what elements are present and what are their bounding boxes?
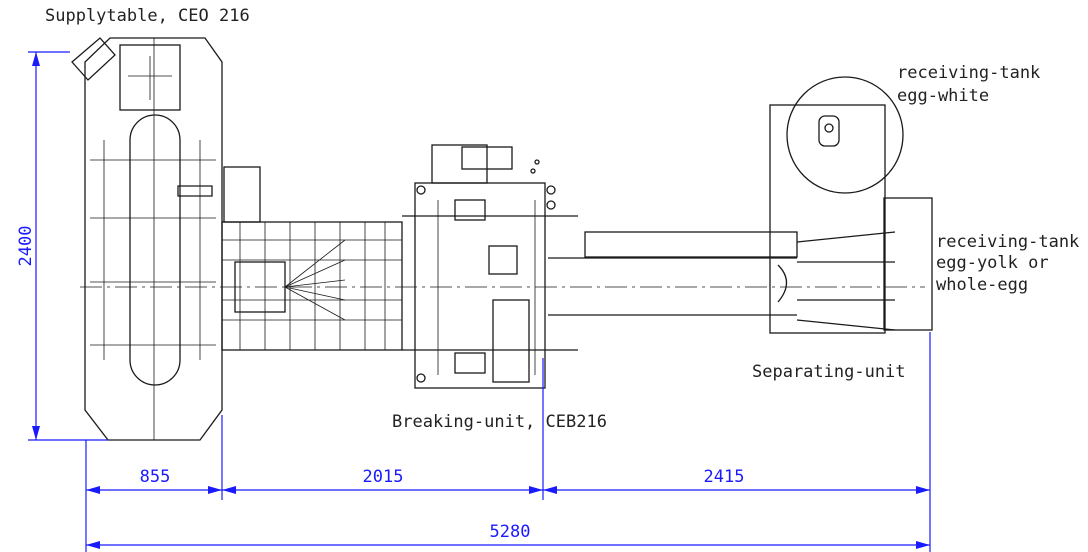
supply-belt-loop [129,114,181,386]
dim-height-value: 2400 [16,226,36,267]
label-yolk-tank-2: egg-yolk or [936,253,1049,273]
label-separating-unit: Separating-unit [752,362,906,382]
breaking-unit [402,144,578,389]
supply-chute [71,37,116,81]
control-panel [492,299,530,383]
egg-white-tank [786,76,904,194]
dimension-height [28,51,108,441]
label-yolk-tank-3: whole-egg [936,275,1028,295]
yolk-tank [883,197,933,331]
dimension-horizontal [85,332,931,552]
label-yolk-tank-1: receiving-tank [936,232,1079,252]
dim-seg3-value: 2415 [704,467,745,487]
dim-total-value: 5280 [490,522,531,542]
dim-seg2-value: 2015 [363,467,404,487]
dim-seg1-value: 855 [140,467,171,487]
supply-table [71,37,223,441]
label-breaking-unit: Breaking-unit, CEB216 [392,412,607,432]
breaking-motor [461,146,513,170]
label-white-tank-1: receiving-tank [897,63,1040,83]
label-supply-table: Supplytable, CEO 216 [45,6,250,26]
separating-unit [548,76,933,334]
supply-drive-box [119,44,181,111]
conveyor [221,166,403,351]
label-white-tank-2: egg-white [897,86,989,106]
